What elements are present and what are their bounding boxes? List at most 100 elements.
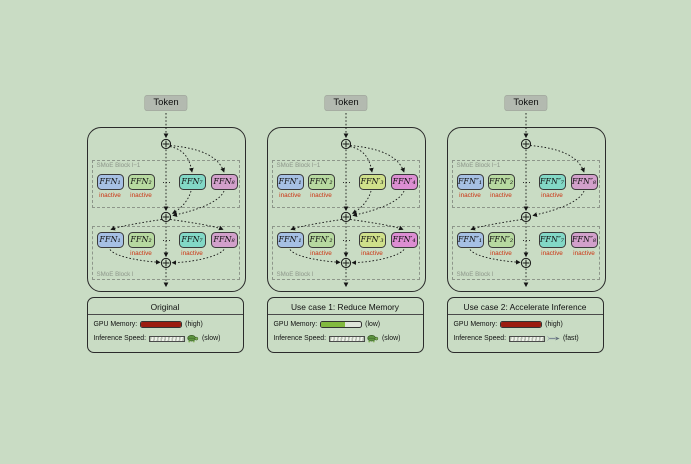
expert-ffn-label: FFN₁ (99, 235, 121, 244)
summary-card: Use case 1: Reduce Memory GPU Memory: (l… (266, 297, 424, 353)
gpu-memory-row: GPU Memory: (high) (88, 321, 243, 328)
inference-speed-value: (fast) (562, 335, 579, 342)
expert-ffn-label: FFN″₇ (539, 235, 565, 244)
gpu-memory-bar (320, 321, 363, 328)
expert-ffn-label: FFN₇ (181, 177, 203, 186)
dart-icon (546, 334, 560, 343)
expert-ffn-box: FFN′₂ (307, 174, 335, 190)
expert-ffn-box: FFN₂ (127, 174, 155, 190)
smoe-block-l: FFN′₁ FFN′₂ ⋯ FFN′₃ FFN′₄ inactive inact… (271, 226, 420, 280)
token-text: Token (513, 97, 539, 108)
inference-speed-label: Inference Speed: (273, 335, 326, 342)
smoe-block-l-minus-1: SMoE Block l−1 FFN₁ FFN₂ ⋯ FFN₇ FFN₈ ina… (91, 160, 240, 208)
expert-ffn-label: FFN′₂ (309, 177, 333, 186)
token-label: Token (144, 95, 188, 111)
ellipsis: ⋯ (342, 235, 351, 245)
gpu-memory-bar (140, 321, 183, 328)
expert-ffn-label: FFN₈ (213, 235, 235, 244)
inference-speed-bar (508, 335, 545, 342)
inference-speed-row: Inference Speed: (slow) (268, 334, 423, 343)
expert-ffn-label: FFN₇ (181, 235, 203, 244)
inactive-label: inactive (490, 250, 512, 257)
inactive-label: inactive (310, 250, 332, 257)
expert-ffn-label: FFN″₈ (571, 177, 597, 186)
expert-ffn-box: FFN″₇ (538, 232, 566, 248)
inactive-label: inactive (573, 250, 595, 257)
expert-ffn-label: FFN″₂ (488, 177, 514, 186)
inference-speed-label: Inference Speed: (93, 335, 146, 342)
expert-ffn-label: FFN″₂ (488, 235, 514, 244)
inactive-label: inactive (279, 192, 301, 199)
expert-ffn-label: FFN₂ (130, 235, 152, 244)
expert-ffn-box: FFN″₂ (487, 232, 515, 248)
token-label: Token (504, 95, 548, 111)
gpu-memory-row: GPU Memory: (high) (448, 321, 603, 328)
expert-ffn-box: FFN″₁ (456, 232, 484, 248)
inference-speed-value: (slow) (201, 335, 221, 342)
smoe-block-l: FFN″₁ FFN″₂ ⋯ FFN″₇ FFN″₈ inactive inact… (451, 226, 600, 280)
turtle-icon (186, 334, 199, 343)
gpu-memory-value: (low) (365, 321, 381, 328)
token-label: Token (324, 95, 368, 111)
inactive-label: inactive (459, 192, 481, 199)
expert-ffn-label: FFN₁ (99, 177, 121, 186)
expert-ffn-box: FFN′₁ (276, 174, 304, 190)
expert-ffn-label: FFN′₄ (392, 177, 416, 186)
expert-ffn-box: FFN₇ (178, 232, 206, 248)
summary-title: Use case 2: Accelerate Inference (447, 298, 603, 315)
inference-speed-bar (328, 335, 365, 342)
transformer-container: SMoE Block l−1 FFN′₁ FFN′₂ ⋯ FFN′₃ FFN′₄… (266, 127, 426, 292)
smoe-block-label: SMoE Block l (276, 270, 314, 278)
expert-ffn-box: FFN₁ (96, 232, 124, 248)
transformer-container: SMoE Block l−1 FFN″₁ FFN″₂ ⋯ FFN″₇ FFN″₈… (446, 127, 606, 292)
gpu-memory-fill (501, 322, 542, 327)
ellipsis: ⋯ (522, 177, 531, 187)
summary-title: Use case 1: Reduce Memory (267, 298, 423, 315)
smoe-block-label: SMoE Block l−1 (276, 162, 321, 169)
panel-original: Token SMoE Block l−1 FFN₁ FFN₂ ⋯ FFN₇ FF… (86, 95, 246, 370)
gpu-memory-label: GPU Memory: (273, 321, 318, 328)
gpu-memory-value: (high) (185, 321, 203, 328)
inference-speed-row: Inference Speed: (fast) (448, 334, 603, 343)
expert-ffn-label: FFN′₃ (360, 235, 384, 244)
expert-ffn-box: FFN″₁ (456, 174, 484, 190)
token-text: Token (153, 97, 179, 108)
inactive-label: inactive (361, 250, 383, 257)
expert-ffn-box: FFN₁ (96, 174, 124, 190)
expert-ffn-box: FFN₇ (178, 174, 206, 190)
inference-speed-bar (148, 335, 185, 342)
expert-ffn-label: FFN₂ (130, 177, 152, 186)
expert-ffn-label: FFN″₁ (457, 235, 483, 244)
smoe-block-l: FFN₁ FFN₂ ⋯ FFN₇ FFN₈ inactive inactive … (91, 226, 240, 280)
ellipsis: ⋯ (342, 177, 351, 187)
expert-ffn-box: FFN₈ (210, 232, 238, 248)
summary-card: Use case 2: Accelerate Inference GPU Mem… (446, 297, 604, 353)
gpu-memory-row: GPU Memory: (low) (268, 321, 423, 328)
transformer-container: SMoE Block l−1 FFN₁ FFN₂ ⋯ FFN₇ FFN₈ ina… (86, 127, 246, 292)
smoe-block-label: SMoE Block l−1 (456, 162, 501, 169)
expert-ffn-box: FFN′₄ (390, 232, 418, 248)
inference-speed-row: Inference Speed: (slow) (88, 334, 243, 343)
expert-ffn-box: FFN′₃ (358, 232, 386, 248)
expert-ffn-label: FFN′₄ (392, 235, 416, 244)
inactive-label: inactive (541, 192, 563, 199)
gpu-memory-label: GPU Memory: (93, 321, 138, 328)
expert-ffn-box: FFN′₂ (307, 232, 335, 248)
summary-card: Original GPU Memory: (high) Inference Sp… (86, 297, 244, 353)
expert-ffn-label: FFN′₂ (309, 235, 333, 244)
gpu-memory-fill (141, 322, 182, 327)
smoe-block-label: SMoE Block l (456, 270, 494, 278)
inactive-label: inactive (181, 250, 203, 257)
inactive-label: inactive (490, 192, 512, 199)
expert-ffn-box: FFN′₄ (390, 174, 418, 190)
ellipsis: ⋯ (162, 177, 171, 187)
gpu-memory-value: (high) (545, 321, 563, 328)
expert-ffn-box: FFN₂ (127, 232, 155, 248)
inactive-label: inactive (130, 192, 152, 199)
gpu-memory-label: GPU Memory: (453, 321, 498, 328)
smoe-block-l-minus-1: SMoE Block l−1 FFN″₁ FFN″₂ ⋯ FFN″₇ FFN″₈… (451, 160, 600, 208)
panel-reduce-memory: Token SMoE Block l−1 FFN′₁ FFN′₂ ⋯ FFN′₃… (266, 95, 426, 370)
expert-ffn-box: FFN″₈ (570, 232, 598, 248)
expert-ffn-label: FFN₈ (213, 177, 235, 186)
expert-ffn-label: FFN′₁ (278, 235, 302, 244)
